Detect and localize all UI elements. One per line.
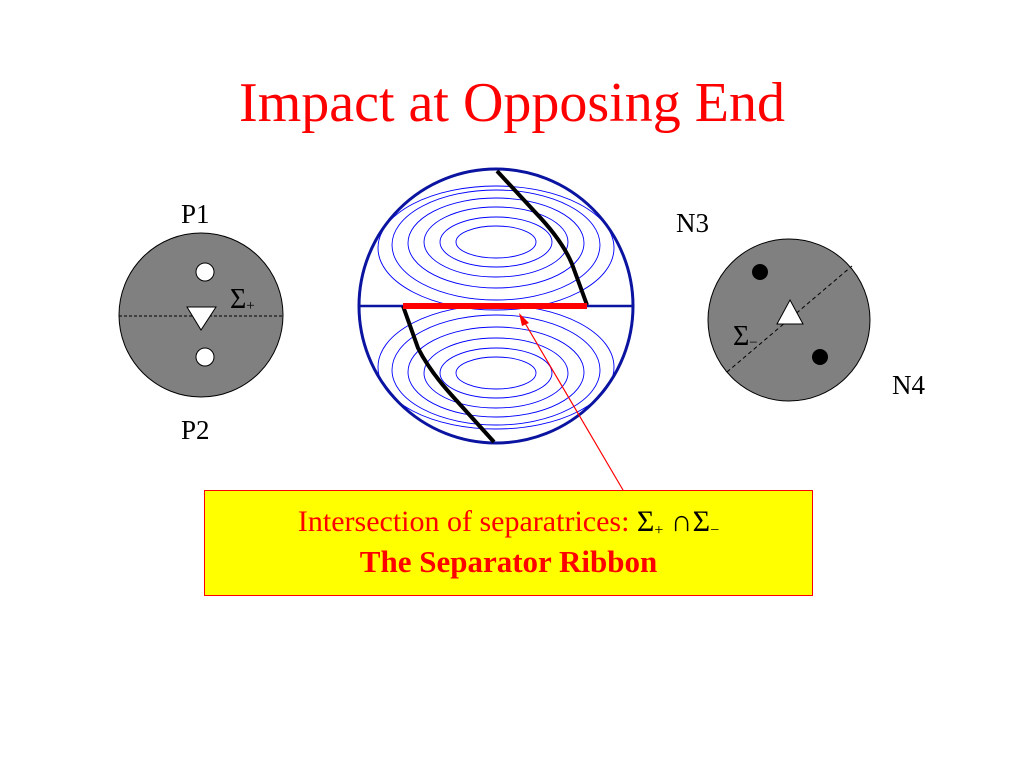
sigma-plus-subscript: + [246,298,255,314]
n3-label: N3 [676,208,709,238]
sigma-minus-separatrix-line [726,265,853,373]
sigma-minus-subscript: − [749,335,758,351]
upper-field-loops [377,185,615,311]
sigma-plus-label: Σ+ [230,285,255,319]
formula-intersection-symbol: ∩ [670,505,693,538]
negative-null-triangle-up [776,298,804,325]
callout-intersection-text: Intersection of separatrices: [297,505,630,538]
sigma-minus-symbol: Σ [733,321,750,352]
formula-plus-subscript: + [654,522,664,539]
n4-source-marker [812,349,828,365]
formula-minus-subscript: − [710,522,720,539]
callout-arrow [519,313,624,491]
callout-intersection-formula: Σ+ ∩Σ− [636,505,720,539]
upper-separatrix-curve [495,169,589,306]
slide-title: Impact at Opposing End [239,72,785,134]
n4-label: N4 [892,370,925,400]
negative-disk [707,238,871,402]
positive-null-triangle-down [186,306,217,331]
sigma-minus-label: Σ− [733,322,758,356]
p1-source-marker [195,262,215,282]
callout-arrow-shaft [521,317,624,491]
formula-sigma-plus-symbol: Σ [636,505,655,538]
callout-intersection-line: Intersection of separatrices: Σ+ ∩Σ− [205,505,812,544]
p1-label: P1 [181,199,210,229]
p2-source-marker [195,347,215,367]
n3-source-marker [752,264,768,280]
separator-ribbon-callout: Intersection of separatrices: Σ+ ∩Σ− The… [204,490,813,596]
callout-separator-ribbon-title: The Separator Ribbon [359,544,658,579]
sphere-outline [357,167,635,445]
formula-sigma-minus-symbol: Σ [692,505,711,538]
lower-field-loops [377,304,615,430]
field-sphere [357,167,635,445]
p2-label: P2 [181,415,210,445]
callout-arrow-head [519,313,529,326]
lower-separatrix-curve [401,305,496,444]
positive-disk [118,232,284,398]
sigma-plus-symbol: Σ [230,284,247,315]
